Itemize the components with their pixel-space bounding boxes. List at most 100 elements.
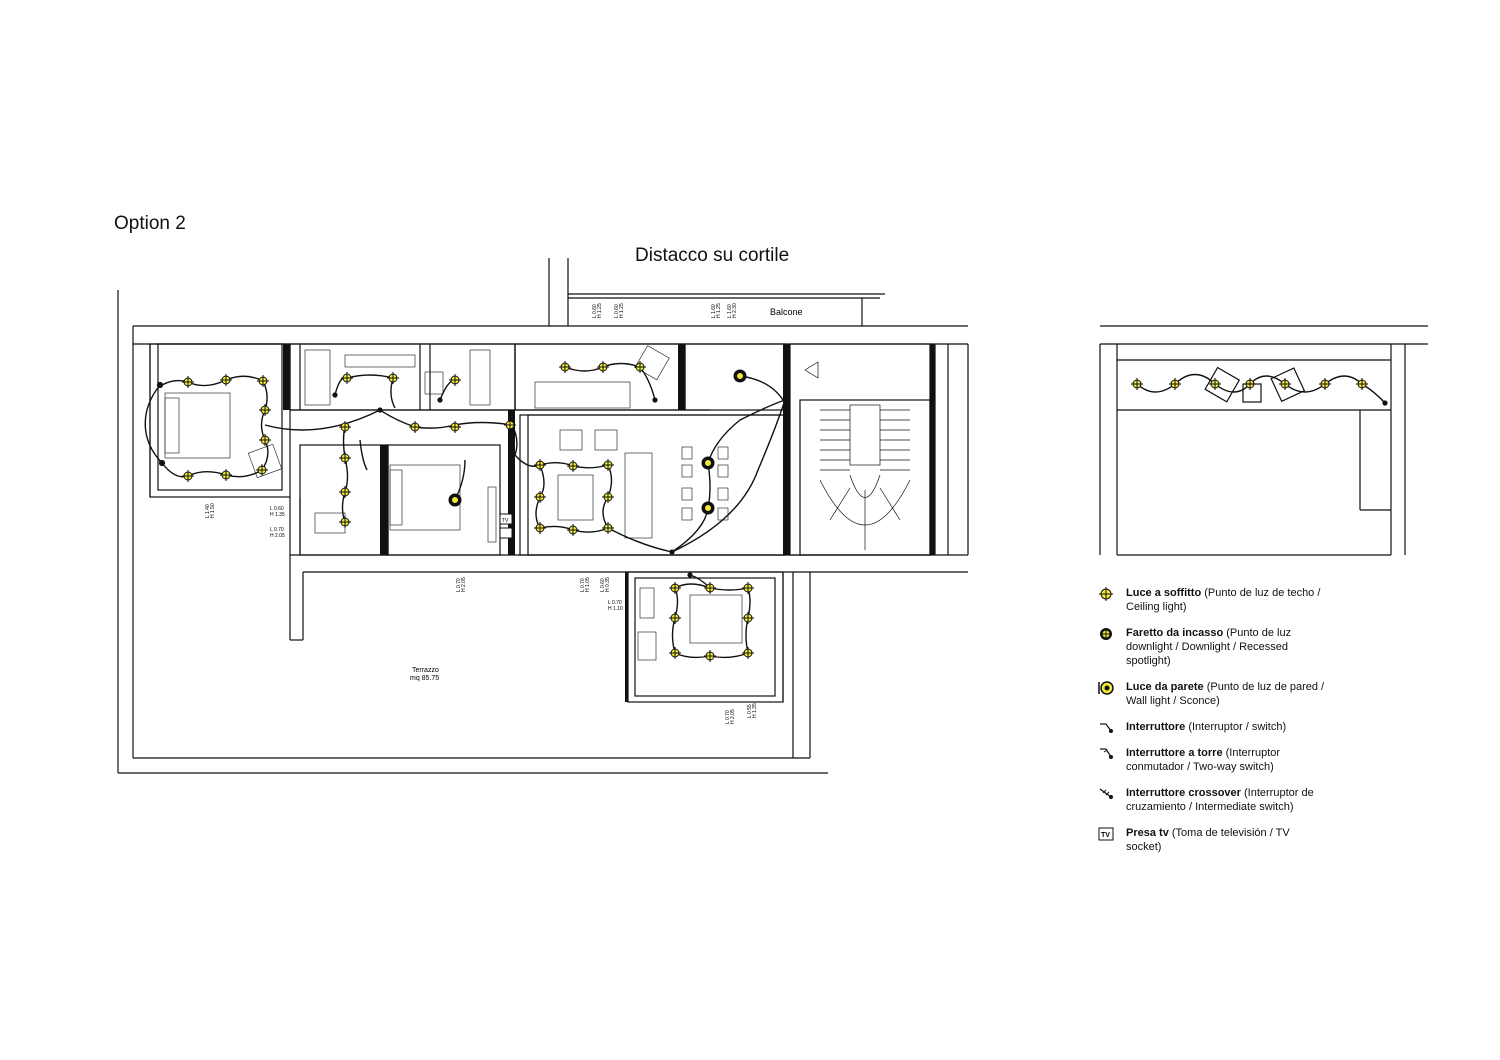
dimension-l: L 1.60 xyxy=(727,304,733,318)
dimension-l: L 0.70 xyxy=(725,710,731,724)
legend-desc: (Toma de televisión / TV socket) xyxy=(1126,827,1290,853)
dimension-l: L 0.60 xyxy=(600,578,606,592)
option-title: Option 2 xyxy=(114,213,186,234)
dimension-l: L 0.55 xyxy=(747,704,753,718)
dimension-l: L 0.60 xyxy=(614,304,620,318)
ceiling-light-icon xyxy=(182,470,194,482)
furniture xyxy=(164,345,743,661)
ceiling-light-icon xyxy=(220,469,232,481)
legend-label: Interruttore crossover xyxy=(1126,787,1241,799)
dimension-l: L 1.60 xyxy=(711,304,717,318)
legend-desc: (Interruptor / switch) xyxy=(1185,721,1287,733)
tv-socket-label: TV xyxy=(502,518,509,524)
ceiling-lights xyxy=(182,361,1368,662)
legend-item-recessed-spotlight: Faretto da incasso (Punto de luz downlig… xyxy=(1098,626,1328,668)
recessed-spotlight-icon xyxy=(1100,628,1112,640)
legend-item-ceiling-light: Luce a soffitto (Punto de luz de techo /… xyxy=(1098,586,1328,614)
dimension-l: L 1.40 xyxy=(205,504,211,518)
wall-light-icon xyxy=(1098,681,1114,695)
ceiling-light-icon xyxy=(534,522,546,534)
dimension-l: L 0.70 xyxy=(456,578,462,592)
ceiling-light-icon xyxy=(669,647,681,659)
legend-desc: (Punto de luz de pared / Wall light / Sc… xyxy=(1126,681,1325,707)
staircase xyxy=(804,361,911,550)
dimension-h: H 1.25 xyxy=(716,303,722,318)
mezzanine-plan xyxy=(1099,325,1428,556)
ceiling-light-icon xyxy=(602,459,614,471)
dimension-h: H 2.05 xyxy=(461,577,467,592)
ceiling-light-icon xyxy=(669,582,681,594)
dimension-l: L 0.70 xyxy=(580,578,586,592)
legend-item-two-way-switch: Interruttore a torre (Interruptor conmut… xyxy=(1098,746,1328,774)
legend-label: Interruttore xyxy=(1126,721,1186,733)
legend-desc: (Punto de luz downlight / Downlight / Re… xyxy=(1126,627,1292,667)
recessed-spotlight-icon xyxy=(733,369,747,383)
ceiling-light-icon xyxy=(742,647,754,659)
dimension-h: H 0.35 xyxy=(605,577,611,592)
ceiling-light-icon xyxy=(742,582,754,594)
ceiling-light-icon xyxy=(559,361,571,373)
terrazzo-label: Terrazzo xyxy=(412,667,439,674)
ceiling-light-icon xyxy=(742,612,754,624)
two-way-switch-icon xyxy=(1100,748,1113,759)
ceiling-light-icon xyxy=(256,464,268,476)
switches xyxy=(156,381,1388,578)
ceiling-light-icon xyxy=(339,516,351,528)
dimension-l: L 0.60 xyxy=(592,304,598,318)
terrazzo-area-label: mq 85.75 xyxy=(410,675,439,682)
legend-desc: (Interruptor conmutador / Two-way switch… xyxy=(1126,747,1281,773)
ceiling-light-icon xyxy=(220,374,232,386)
legend: Luce a soffitto (Punto de luz de techo /… xyxy=(1098,586,1328,866)
ceiling-light-icon xyxy=(669,612,681,624)
dimension-h: H 2.05 xyxy=(730,709,736,724)
dimension-h: H 1.50 xyxy=(210,503,216,518)
ceiling-light-icon xyxy=(704,650,716,662)
dimension-h: H 1.35 xyxy=(270,512,285,518)
walls xyxy=(117,258,969,774)
ceiling-light-icon xyxy=(1279,378,1291,390)
ceiling-light-icon xyxy=(602,522,614,534)
dimension-callouts: L 0.60 H 1.25 L 0.60 H 1.25 L 1.60 H 1.2… xyxy=(205,303,758,724)
recessed-spotlights xyxy=(448,369,747,515)
ceiling-light-icon xyxy=(1209,378,1221,390)
ceiling-light-icon xyxy=(339,421,351,433)
legend-desc: (Punto de luz de techo / Ceiling light) xyxy=(1126,587,1321,613)
switch-icon xyxy=(1100,723,1113,733)
ceiling-light-icon xyxy=(409,421,421,433)
legend-item-tv-socket: TV Presa tv (Toma de televisión / TV soc… xyxy=(1098,826,1328,854)
ceiling-light-icon xyxy=(634,361,646,373)
recessed-spotlight-icon xyxy=(701,501,715,515)
ceiling-light-icon xyxy=(1319,378,1331,390)
ceiling-light-icon xyxy=(182,376,194,388)
balcone-label: Balcone xyxy=(770,307,803,317)
ceiling-light-icon xyxy=(1169,378,1181,390)
ceiling-light-icon xyxy=(1356,378,1368,390)
recessed-spotlight-icon xyxy=(448,493,462,507)
dimension-h: H 2.05 xyxy=(270,533,285,539)
legend-item-crossover-switch: Interruttore crossover (Interruptor de c… xyxy=(1098,786,1328,814)
legend-desc: (Interruptor de cruzamiento / Intermedia… xyxy=(1126,787,1314,813)
plan-subtitle: Distacco su cortile xyxy=(635,245,790,266)
ceiling-light-icon xyxy=(387,372,399,384)
recessed-spotlight-icon xyxy=(701,456,715,470)
legend-label: Luce a soffitto xyxy=(1126,587,1202,599)
dimension-h: H 2.30 xyxy=(732,303,738,318)
ceiling-light-icon xyxy=(597,361,609,373)
legend-label: Interruttore a torre xyxy=(1126,747,1223,759)
dimension-l: L 0.60 xyxy=(270,506,284,512)
dimension-h: H 1.10 xyxy=(608,606,623,612)
ceiling-light-icon xyxy=(339,452,351,464)
ceiling-light-icon xyxy=(1099,587,1113,601)
ceiling-light-icon xyxy=(1131,378,1143,390)
legend-label: Luce da parete xyxy=(1126,681,1204,693)
crossover-switch-icon xyxy=(1099,788,1113,799)
dimension-l: L 0.70 xyxy=(270,527,284,533)
ceiling-light-icon xyxy=(567,460,579,472)
ceiling-light-icon xyxy=(704,582,716,594)
ceiling-light-icon xyxy=(567,524,579,536)
tv-socket-plan: TV xyxy=(499,513,513,539)
ceiling-light-icon xyxy=(257,375,269,387)
ceiling-light-icon xyxy=(449,374,461,386)
legend-item-switch: Interruttore (Interruptor / switch) xyxy=(1098,720,1328,734)
